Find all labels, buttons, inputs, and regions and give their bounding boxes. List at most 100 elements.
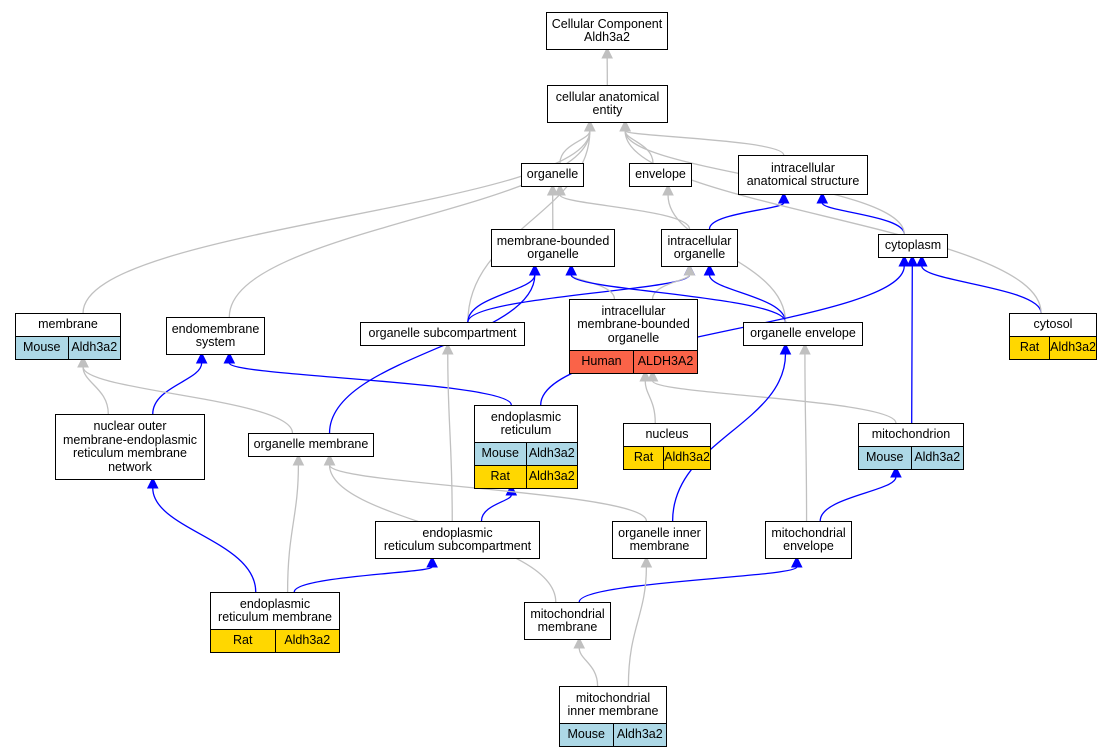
edge-is-a-mito-inner-to-org-inner [627,566,648,687]
arrowhead [619,119,631,132]
species-name: Rat [1019,340,1040,355]
edge-is-a-nuc-outer-to-membrane [82,366,109,415]
species-name: Rat [233,633,253,648]
term-label: mitochondrial inner membrane [567,690,659,718]
arrowhead [640,555,653,568]
species-row: Rat Aldh3a2 [624,446,710,469]
arrowhead [223,351,236,364]
term-label: cytoplasm [884,238,942,253]
term-node-mito-mem[interactable]: mitochondrial membrane [524,602,611,640]
term-node-envelope[interactable]: envelope [629,163,692,187]
term-node-ias[interactable]: intracellular anatomical structure [738,155,868,195]
arrowhead [816,191,829,204]
term-node-organelle[interactable]: organelle [521,163,584,187]
edge-part-of-er-subcomp-to-er [480,494,512,522]
term-label: organelle inner membrane [618,525,701,553]
gene-symbol: Aldh3a2 [525,443,578,465]
arrowhead [528,263,541,276]
edge-part-of-org-env-to-mbo [570,274,787,323]
term-label: intracellular anatomical structure [746,160,860,188]
species-name: Rat [633,450,654,465]
arrowhead [146,476,159,489]
arrowhead [906,254,919,267]
arrowhead [646,369,659,382]
arrowhead [77,355,89,368]
edge-part-of-mito-to-cytoplasm [911,265,913,424]
term-node-er-subcomp[interactable]: endoplasmic reticulum subcompartment [375,521,540,559]
term-label: endoplasmic reticulum [490,409,562,437]
term-label: intracellular membrane-bounded organelle [577,303,690,345]
edge-is-a-mito-env-to-org-env [804,353,808,522]
edge-is-a-org-subcomp-to-cae [467,130,591,323]
species-row: Mouse Aldh3a2 [16,336,120,359]
arrowhead [639,369,652,382]
term-node-nuc-outer[interactable]: nuclear outer membrane-endoplasmic retic… [55,414,205,480]
arrowhead [195,351,208,364]
edge-is-a-envelope-to-cae [624,130,654,164]
edge-is-a-membrane-to-cae [82,130,591,314]
term-node-root[interactable]: Cellular Component Aldh3a2 [546,12,668,50]
edge-is-a-er-subcomp-to-org-subcomp [447,353,453,522]
arrowhead [546,183,559,196]
edge-is-a-cytosol-to-cae [624,130,1042,314]
edge-part-of-org-env-to-io [708,274,787,323]
term-node-org-subcomp[interactable]: organelle subcompartment [360,322,525,346]
term-node-cae[interactable]: cellular anatomical entity [547,85,668,123]
edge-is-a-nucleus-to-imbo [644,380,656,424]
term-node-org-mem[interactable]: organelle membrane [248,433,374,457]
edge-part-of-er-to-cytoplasm [540,265,905,406]
term-node-io[interactable]: intracellular organelle [661,229,738,267]
term-label: organelle envelope [750,326,856,341]
term-node-endo-sys[interactable]: endomembrane system [166,317,265,355]
term-label: nucleus [645,427,689,442]
edge-is-a-organelle-to-cae [559,130,591,164]
gene-symbol: Aldh3a2 [525,466,578,488]
term-node-mito-env[interactable]: mitochondrial envelope [765,521,852,559]
arrowhead [573,636,586,649]
edge-part-of-nuc-outer-to-endo-sys [152,362,203,415]
gene-symbol: Aldh3a2 [67,337,121,359]
edge-part-of-mito-env-to-mito [819,476,897,522]
term-node-mbo[interactable]: membrane-bounded organelle [491,229,615,267]
arrowhead [683,263,696,276]
edge-part-of-er-to-endo-sys [228,362,512,406]
species-name: Mouse [22,340,61,355]
term-node-org-env[interactable]: organelle envelope [743,322,863,346]
arrowhead [584,119,596,132]
arrowhead [915,254,928,267]
edge-is-a-endo-sys-to-cae [228,130,591,318]
edge-is-a-org-mem-to-membrane [82,366,294,434]
arrowhead [441,342,454,355]
term-label: mitochondrial envelope [771,525,846,553]
species-name: Mouse [567,727,606,742]
term-node-org-inner[interactable]: organelle inner membrane [612,521,707,559]
edge-part-of-mito-mem-to-mito-env [578,566,798,603]
gene-symbol: Aldh3a2 [663,447,710,469]
species-name: Rat [490,469,510,484]
edge-part-of-org-subcomp-to-mbo [467,274,536,323]
term-label: cellular anatomical entity [555,89,660,117]
species-row: Mouse Aldh3a2 [560,723,666,746]
arrowhead [323,453,336,466]
edge-is-a-ias-to-cae [624,130,785,156]
term-node-imbo[interactable]: intracellular membrane-bounded organelle… [569,299,698,374]
term-label: membrane [38,317,98,332]
edge-part-of-org-inner-to-org-env [671,353,787,522]
edge-part-of-io-to-ias [708,202,785,230]
term-label: endomembrane system [171,321,260,349]
gene-symbol: Aldh3a2 [1049,337,1096,359]
arrowhead [292,453,305,466]
edge-is-a-io-to-organelle [559,194,691,230]
gene-symbol: Aldh3a2 [612,724,667,746]
edge-part-of-cytosol-to-cytoplasm [921,265,1042,314]
term-node-cytoplasm[interactable]: cytoplasm [878,234,948,258]
